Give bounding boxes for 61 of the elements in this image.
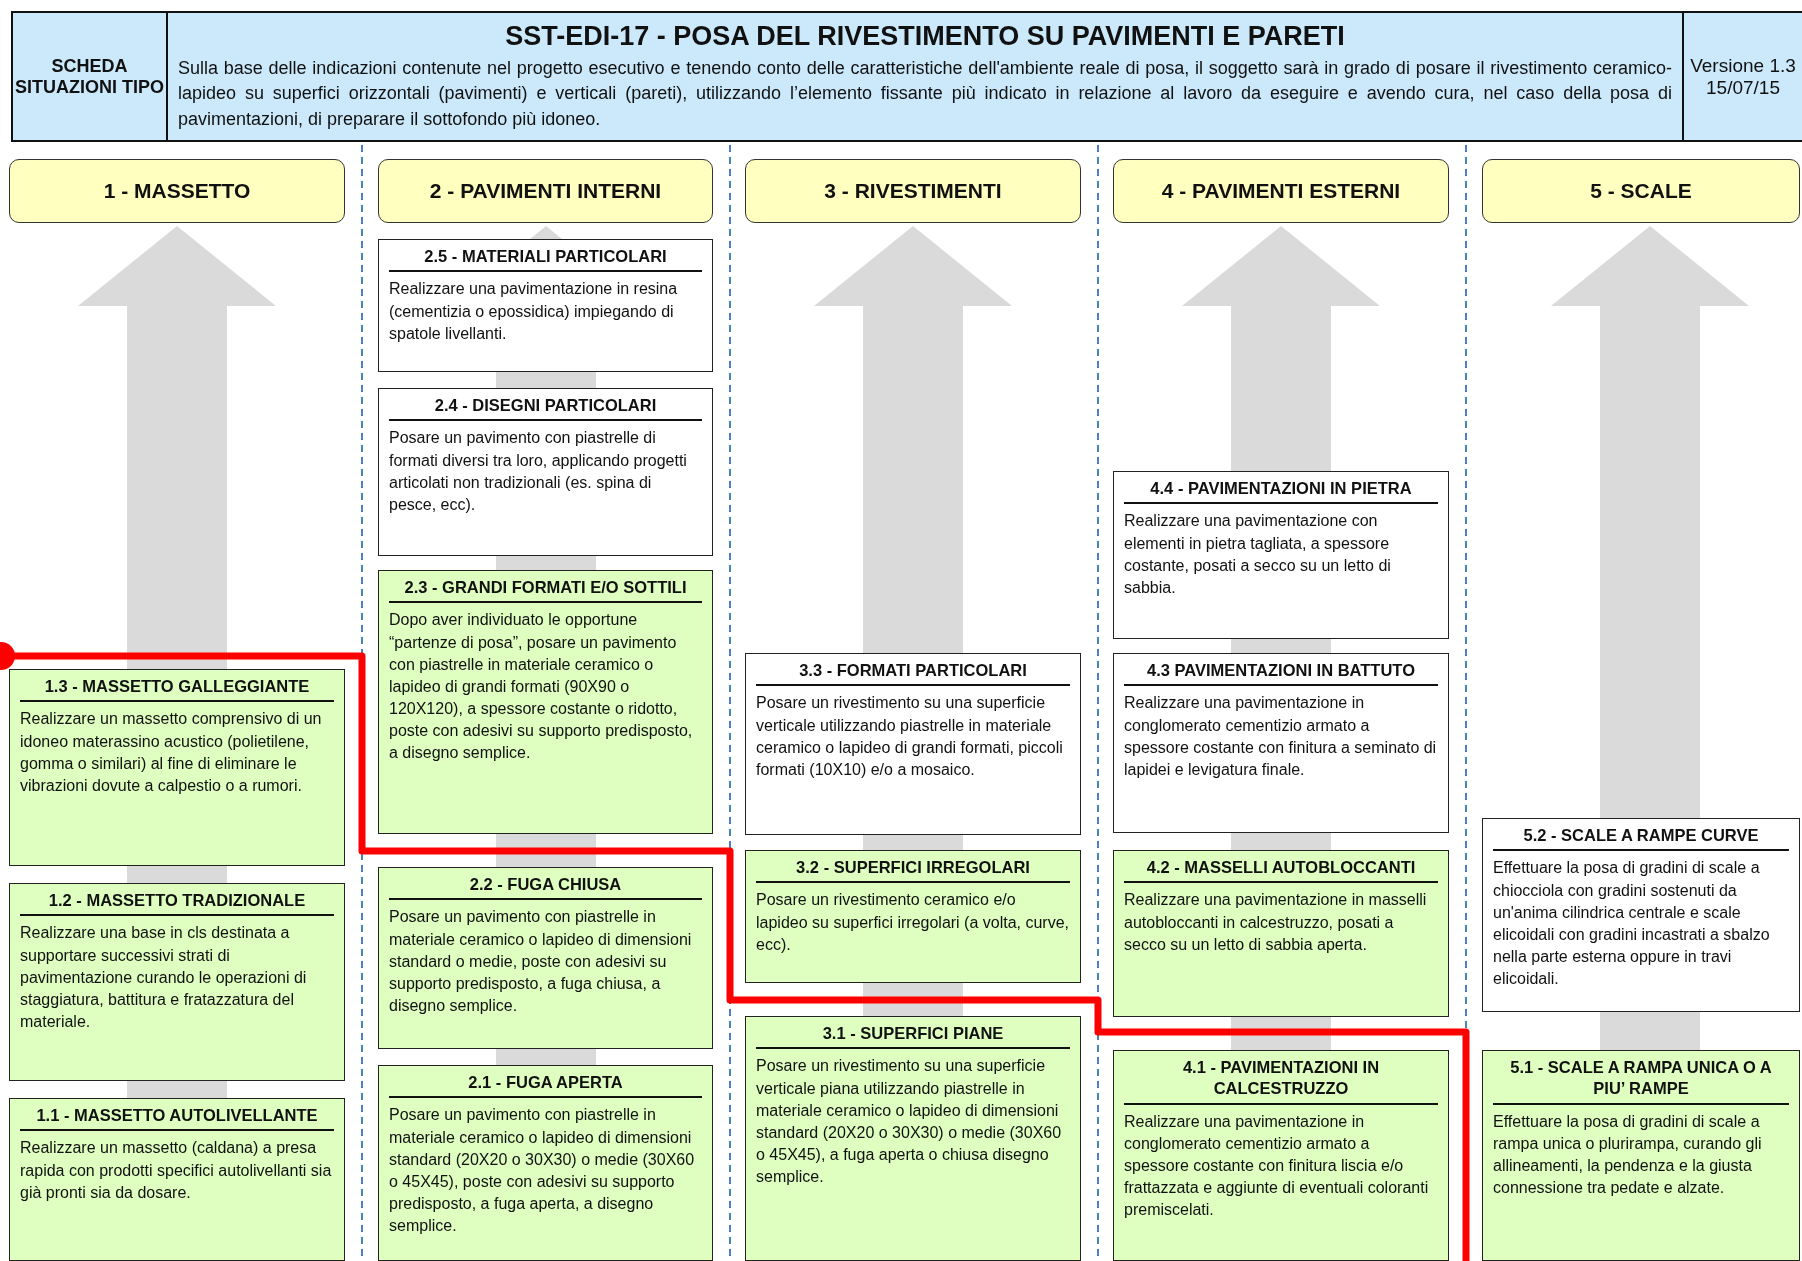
task-card — [9, 883, 345, 1081]
card-text: Dopo aver individuato le opportune “partenze di posa”, posare un pavimento con piastrelle in materiale ceramico o lapideo di grandi formati (90X90 o 120X120), a spessore costante o ridotto, poste con adesivi su supporto predisposto, a disegno semplice. — [389, 610, 694, 763]
card-text: Posare un pavimento con piastrelle di formati diversi tra loro, applicando progetti articolati non tradizionali (es. spina di pesce, ecc). — [389, 428, 688, 515]
card-text: Realizzare una base in cls destinata a supportare successivi strati di pavimentazione curando le operazioni di staggiatura, battitura e fratazzatura del materiale. — [20, 923, 308, 1032]
card-text: Posare un rivestimento su una superficie verticale utilizzando piastrelle in materiale ceramico o lapideo di grandi formati, piccoli formati (10X10) e/o a mosaico. — [756, 693, 1064, 780]
card-text: Realizzare una pavimentazione in conglomerato cementizio armato a spessore costante con finitura liscia e/o frattazzata e aggiunte di eventuali coloranti premiscelati. — [1124, 1111, 1430, 1221]
column-header: 4 - PAVIMENTI ESTERNI — [1113, 159, 1449, 223]
task-card — [1482, 818, 1800, 1012]
column-header: 5 - SCALE — [1482, 159, 1800, 223]
card-text: Posare un rivestimento su una superficie verticale piana utilizzando piastrelle in materiale ceramico o lapideo di dimensioni standard (20X20 o 30X30) o medie (30X60 o 45X45), a fuga aperta o chiusa disegno semplice. — [756, 1056, 1063, 1187]
card-heading: 2.3 - GRANDI FORMATI E/O SOTTILI — [389, 577, 702, 604]
card-text: Posare un rivestimento ceramico e/o lapideo su superfici irregolari (a volta, curve, ecc). — [756, 890, 1070, 955]
card-heading: 4.1 - PAVIMENTAZIONI IN CALCESTRUZZO — [1124, 1057, 1438, 1105]
card-text: Posare un pavimento con piastrelle in materiale ceramico o lapideo di dimensioni standard (20X20 o 30X30) o medie (30X60 o 45X45), poste con adesivi su supporto predisposto, a fuga aperta, a disegno semplice. — [389, 1105, 696, 1236]
card-text: Realizzare una pavimentazione con elementi in pietra tagliata, a spessore costante, posati a secco su un letto di sabbia. — [1124, 511, 1392, 598]
card-heading: 2.5 - MATERIALI PARTICOLARI — [389, 246, 702, 273]
task-card — [1113, 471, 1449, 639]
task-card — [745, 1016, 1081, 1261]
card-heading: 1.3 - MASSETTO GALLEGGIANTE — [20, 676, 334, 703]
card-text: Realizzare un massetto (caldana) a presa rapida con prodotti specifici autolivellanti sia già pronti sia da dosare. — [20, 1138, 333, 1203]
description-text: Sulla base delle indicazioni contenute nel progetto esecutivo e tenendo conto delle caratteristiche dell'ambiente reale di posa, il soggetto sarà in grado di posare il rivestimento ceramico-lapideo su superfici orizzontali (pavimenti) e verticali (pareti), utilizzando l’elemento fissante più indicato in relazione al lavoro da eseguire e avendo cura, nel caso della posa di pavimentazioni, di preparare il sottofondo più idoneo. — [178, 57, 1672, 131]
task-card — [1113, 1050, 1449, 1261]
card-heading: 1.1 - MASSETTO AUTOLIVELLANTE — [20, 1105, 334, 1132]
task-card — [378, 239, 713, 372]
task-card — [745, 653, 1081, 835]
card-heading: 1.2 - MASSETTO TRADIZIONALE — [20, 890, 334, 917]
title-panel — [166, 11, 1684, 142]
card-text: Realizzare una pavimentazione in resina (cementizia o epossidica) impiegando di spatole livellanti. — [389, 279, 679, 344]
task-card — [1482, 1050, 1800, 1261]
column-header: 1 - MASSETTO — [9, 159, 345, 223]
card-heading: 4.3 PAVIMENTAZIONI IN BATTUTO — [1124, 660, 1438, 687]
header-cell: Versione 1.3 15/07/15 — [1682, 11, 1802, 142]
task-card — [378, 388, 713, 556]
card-heading: 5.2 - SCALE A RAMPE CURVE — [1493, 825, 1789, 852]
task-card — [1113, 653, 1449, 833]
card-text: Realizzare una pavimentazione in conglomerato cementizio armato a spessore costante con finitura a seminato di lapidei e levigatura finale. — [1124, 693, 1438, 780]
card-text: Realizzare un massetto comprensivo di un idoneo materassino acustico (polietilene, gomma o similari) al fine di eliminare le vibrazioni dovute a calpestio o a rumori. — [20, 709, 323, 796]
card-heading: 2.1 - FUGA APERTA — [389, 1072, 702, 1099]
task-card — [1113, 850, 1449, 1017]
card-heading: 4.4 - PAVIMENTAZIONI IN PIETRA — [1124, 478, 1438, 505]
card-heading: 5.1 - SCALE A RAMPA UNICA O A PIU’ RAMPE — [1493, 1057, 1789, 1105]
task-card — [9, 669, 345, 866]
card-heading: 2.2 - FUGA CHIUSA — [389, 874, 702, 901]
card-text: Realizzare una pavimentazione in masselli autobloccanti in calcestruzzo, posati a secco su un letto di sabbia aperta. — [1124, 890, 1428, 955]
title-text: SST-EDI-17 - POSA DEL RIVESTIMENTO SU PAVIMENTI E PARETI — [505, 21, 1345, 53]
task-card — [378, 867, 713, 1049]
card-heading: 3.2 - SUPERFICI IRREGOLARI — [756, 857, 1070, 884]
task-card — [9, 1098, 345, 1261]
card-heading: 4.2 - MASSELLI AUTOBLOCCANTI — [1124, 857, 1438, 884]
task-card — [378, 570, 713, 834]
card-text: Posare un pavimento con piastrelle in materiale ceramico o lapideo di dimensioni standard o medie, poste con adesivi su supporto predisposto, a fuga chiusa, a disegno semplice. — [389, 907, 693, 1016]
task-card — [378, 1065, 713, 1261]
card-heading: 3.1 - SUPERFICI PIANE — [756, 1023, 1070, 1050]
card-text: Effettuare la posa di gradini di scale a rampa unica o plurirampa, curando gli allineamenti, la pendenza e la giusta connessione tra pedate e alzate. — [1493, 1111, 1763, 1199]
card-text: Effettuare la posa di gradini di scale a chiocciola con gradini sostenuti da un'anima cilindrica centrale e scale elicoidali con gradini incastrati a sbalzo nella parte esterna oppure in travi elicoidali. — [1493, 858, 1771, 989]
header-cell: SCHEDA SITUAZIONI TIPO — [11, 11, 168, 142]
card-heading: 3.3 - FORMATI PARTICOLARI — [756, 660, 1070, 687]
card-heading: 2.4 - DISEGNI PARTICOLARI — [389, 395, 702, 422]
column-header: 3 - RIVESTIMENTI — [745, 159, 1081, 223]
task-card — [745, 850, 1081, 983]
column-header: 2 - PAVIMENTI INTERNI — [378, 159, 713, 223]
